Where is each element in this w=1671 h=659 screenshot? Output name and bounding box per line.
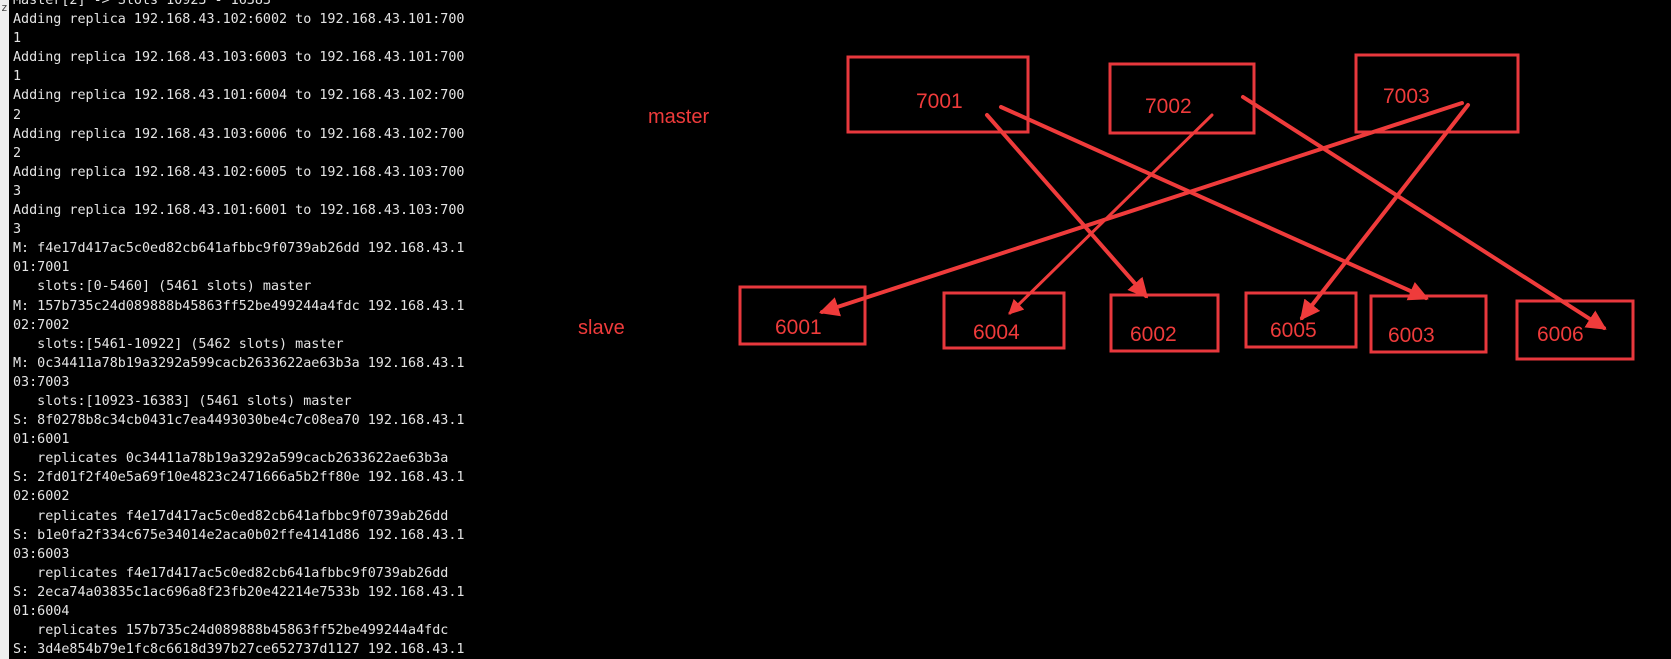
slave-node-6006: 6006	[1515, 299, 1635, 361]
arrow-7002-to-6006	[1241, 95, 1607, 330]
terminal-line: 01:6004	[13, 604, 70, 619]
scroll-marker: z	[1, 1, 8, 14]
replication-arrows	[818, 95, 1607, 330]
arrow-7003-to-6001	[818, 101, 1464, 317]
terminal-line: S: 3d4e854b79e1fc8c6618d397b27ce652737d1…	[13, 642, 465, 658]
terminal-line: 01:6001	[13, 432, 70, 448]
terminal-line: 2	[13, 145, 22, 161]
master-row-label: master	[648, 106, 709, 128]
terminal-line: M: 0c34411a78b19a3292a599cacb2633622ae63…	[13, 355, 465, 371]
terminal-line: Adding replica 192.168.43.102:6005 to 19…	[13, 164, 465, 180]
arrow-7002-to-6004	[1008, 113, 1214, 315]
arrow-7001-to-6002	[985, 113, 1149, 299]
terminal-line: S: b1e0fa2f334c675e34014e2aca0b02ffe4141…	[13, 527, 465, 543]
arrow-7003-to-6005	[1300, 103, 1470, 321]
slave-node-6003: 6003	[1369, 294, 1488, 354]
master-node-7003: 7003	[1354, 53, 1520, 134]
terminal-line: Master[2] -> Slots 10923 - 16383	[13, 0, 271, 8]
terminal-line: Adding replica 192.168.43.103:6006 to 19…	[13, 126, 465, 142]
terminal-line: 03:6003	[13, 546, 70, 562]
terminal-line: S: 2eca74a03835c1ac696a8f23fb20e42214e75…	[13, 584, 465, 600]
master-node-label: 7001	[916, 90, 963, 113]
master-node-label: 7002	[1145, 95, 1192, 118]
slave-node-label: 6003	[1388, 324, 1435, 347]
terminal-line: 2	[13, 107, 22, 123]
terminal-line: 03:7003	[13, 374, 70, 390]
slave-node-label: 6006	[1537, 323, 1584, 346]
slave-node-label: 6005	[1270, 319, 1317, 342]
slave-node-6004: 6004	[942, 291, 1066, 350]
terminal-line: 1	[13, 69, 22, 85]
terminal-line: Adding replica 192.168.43.103:6003 to 19…	[13, 50, 465, 66]
terminal-line: Adding replica 192.168.43.101:6001 to 19…	[13, 203, 465, 219]
terminal-line: replicates f4e17d417ac5c0ed82cb641afbbc9…	[13, 508, 449, 524]
terminal-line: 02:6002	[13, 489, 70, 505]
terminal-line: S: 8f0278b8c34cb0431c7ea4493030be4c7c08e…	[13, 413, 465, 429]
slave-node-6001: 6001	[738, 285, 867, 346]
terminal-line: replicates 157b735c24d089888b45863ff52be…	[13, 623, 449, 639]
terminal-line: slots:[0-5460] (5461 slots) master	[13, 279, 312, 295]
master-node-label: 7003	[1383, 85, 1430, 108]
arrow-7001-to-6003	[999, 105, 1429, 301]
slave-node-label: 6001	[775, 316, 822, 339]
slave-row-label: slave	[578, 317, 625, 339]
terminal-line: M: 157b735c24d089888b45863ff52be499244a4…	[13, 298, 465, 314]
terminal-line: replicates f4e17d417ac5c0ed82cb641afbbc9…	[13, 565, 449, 581]
terminal-line: Adding replica 192.168.43.102:6002 to 19…	[13, 12, 465, 28]
terminal-line: 1	[13, 31, 22, 47]
slave-node-label: 6004	[973, 321, 1020, 344]
terminal-line: 01:7001	[13, 260, 70, 276]
terminal-line: 3	[13, 183, 22, 199]
terminal-line: slots:[5461-10922] (5462 slots) master	[13, 336, 344, 352]
terminal-line: Adding replica 192.168.43.101:6004 to 19…	[13, 88, 465, 104]
slave-node-label: 6002	[1130, 323, 1177, 346]
master-node-7001: 7001	[846, 55, 1030, 134]
terminal-line: replicates 0c34411a78b19a3292a599cacb263…	[13, 451, 449, 467]
terminal-line: 02:7002	[13, 317, 70, 333]
window-left-edge: z	[0, 0, 9, 659]
terminal-line: M: f4e17d417ac5c0ed82cb641afbbc9f0739ab2…	[13, 241, 465, 257]
terminal-line: 3	[13, 222, 22, 238]
master-node-7002: 7002	[1108, 62, 1256, 135]
slave-node-6002: 6002	[1109, 293, 1220, 353]
terminal-line: slots:[10923-16383] (5461 slots) master	[13, 393, 352, 409]
terminal-line: S: 2fd01f2f40e5a69f10e4823c2471666a5b2ff…	[13, 470, 465, 486]
slave-node-6005: 6005	[1244, 291, 1358, 349]
